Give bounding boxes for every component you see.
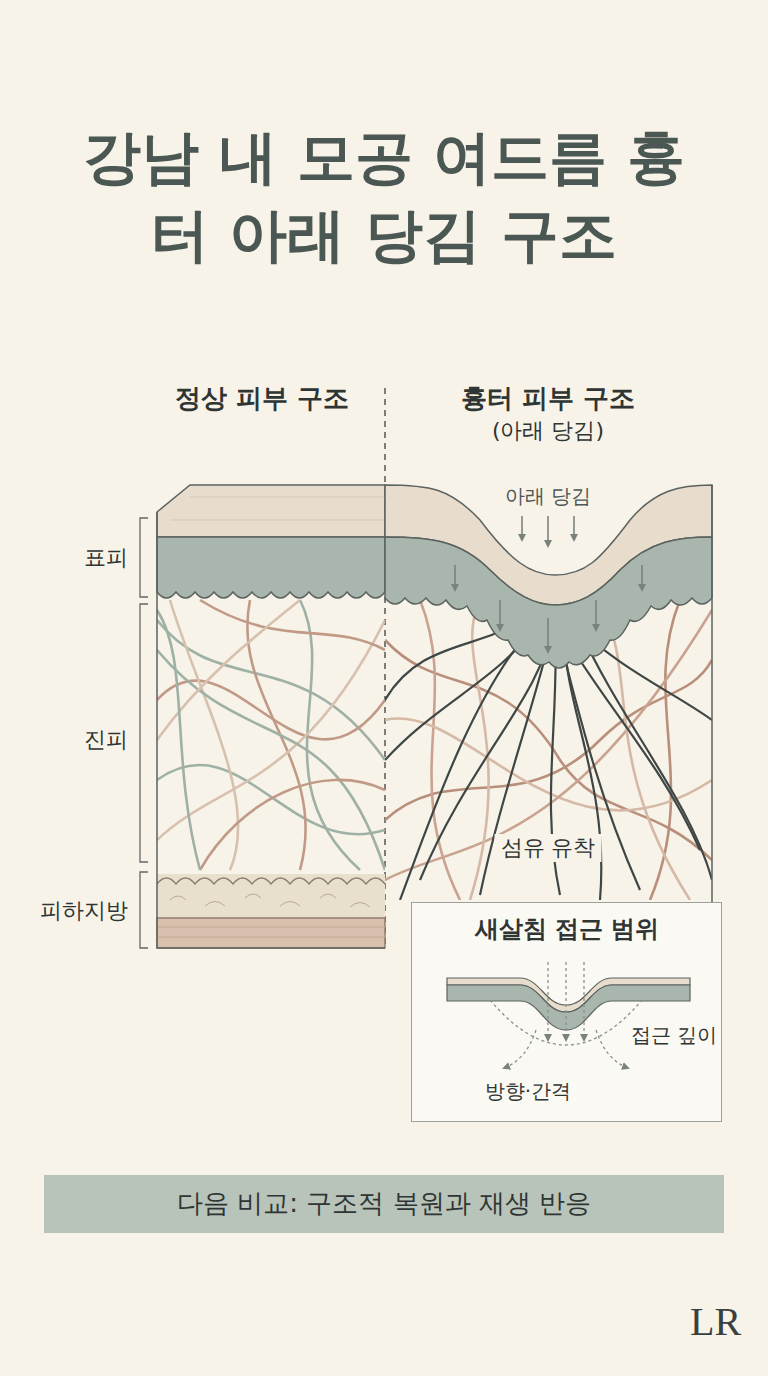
title: 강남 내 모공 여드름 흉터 아래 당김 구조 [64, 118, 704, 274]
subcutaneous-fat [157, 512, 385, 948]
scar-epidermis [385, 485, 712, 902]
layer-label: 표피 [84, 545, 128, 571]
logo-mark: LR [690, 1298, 741, 1346]
band-text: 다음 비교: 구조적 복원과 재생 반응 [177, 1188, 591, 1219]
column-heading: 흉터 피부 구조 [461, 383, 635, 414]
panel-heading: 새살침 접근 범위 [475, 915, 660, 944]
inset-illustration [447, 962, 690, 1068]
divider-line [384, 388, 386, 945]
depth-label: 접근 깊이 [631, 1023, 717, 1047]
layer-label: 진피 [84, 727, 128, 753]
normal-epidermis [157, 485, 385, 598]
layer-brackets [140, 518, 148, 948]
inset-ground [411, 902, 722, 1122]
adhesion-label: 섬유 유착 [495, 834, 602, 862]
scar-dermis-fibers [385, 600, 712, 900]
layer-label: 피하지방 [40, 898, 128, 924]
inset-panel: 새살침 접근 범위접근 깊이방향·간격 [411, 902, 722, 1122]
pull-label: 아래 당김 [505, 484, 591, 508]
pull-arrows [455, 516, 642, 652]
column-heading: 정상 피부 구조 [175, 383, 349, 414]
spacing-label: 방향·간격 [485, 1079, 571, 1103]
normal-dermis-fibers [157, 600, 385, 870]
column-subheading: (아래 당김) [492, 418, 604, 444]
next-band: 다음 비교: 구조적 복원과 재생 반응 [44, 1175, 724, 1233]
